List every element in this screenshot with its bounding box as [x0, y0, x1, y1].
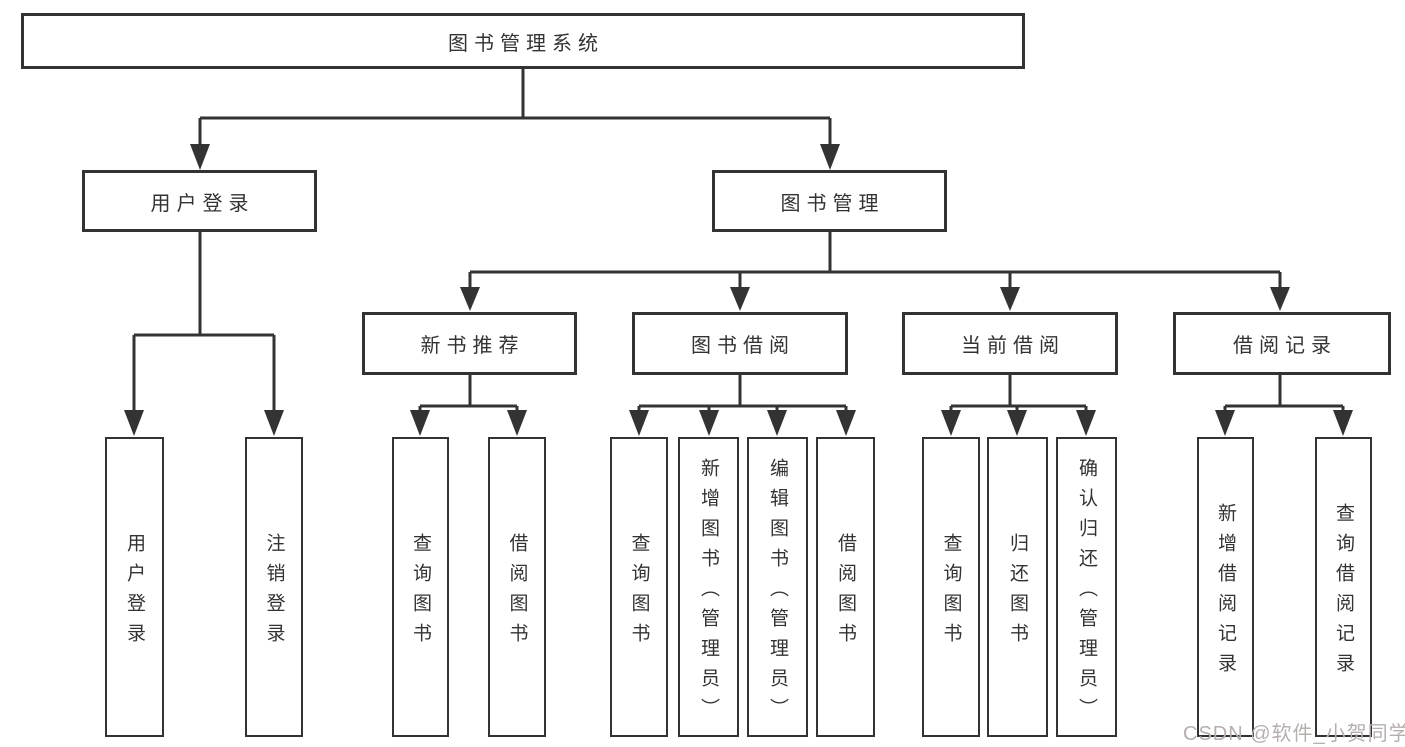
- arrowhead-icon: [1076, 410, 1096, 436]
- leaf-current-return-book: 归还图书: [987, 437, 1048, 737]
- leaf-borrow-add-book-admin-label: 新增图书（管理员）: [698, 457, 719, 728]
- arrowhead-icon: [1007, 410, 1027, 436]
- leaf-recommend-query-book: 查询图书: [392, 437, 449, 737]
- arrowhead-icon: [820, 144, 840, 170]
- leaf-borrow-borrow-book: 借阅图书: [816, 437, 875, 737]
- node-root: 图书管理系统: [21, 13, 1025, 69]
- node-user-login: 用户登录: [82, 170, 317, 232]
- leaf-current-return-book-label: 归还图书: [1007, 532, 1028, 653]
- leaf-borrow-borrow-book-label: 借阅图书: [835, 532, 856, 653]
- arrowhead-icon: [1215, 410, 1235, 436]
- leaf-recommend-borrow-book-label: 借阅图书: [506, 532, 528, 653]
- leaf-record-add-borrow-record-label: 新增借阅记录: [1215, 502, 1236, 683]
- arrowhead-icon: [730, 287, 750, 311]
- leaf-logout-login-label: 注销登录: [263, 532, 285, 653]
- arrowhead-icon: [124, 410, 144, 436]
- node-book-management: 图书管理: [712, 170, 947, 232]
- node-borrow-record: 借阅记录: [1173, 312, 1391, 375]
- arrowhead-icon: [507, 410, 527, 436]
- arrowhead-icon: [1270, 287, 1290, 311]
- leaf-recommend-borrow-book: 借阅图书: [488, 437, 546, 737]
- leaf-recommend-query-book-label: 查询图书: [410, 532, 431, 653]
- leaf-record-add-borrow-record: 新增借阅记录: [1197, 437, 1254, 737]
- leaf-borrow-query-book: 查询图书: [610, 437, 668, 737]
- arrowhead-icon: [941, 410, 961, 436]
- leaf-borrow-query-book-label: 查询图书: [628, 532, 650, 653]
- arrowhead-icon: [629, 410, 649, 436]
- leaf-record-query-borrow-record-label: 查询借阅记录: [1333, 502, 1354, 683]
- node-book-management-label: 图书管理: [780, 192, 885, 215]
- leaf-current-query-book-label: 查询图书: [940, 532, 962, 653]
- leaf-borrow-edit-book-admin: 编辑图书（管理员）: [747, 437, 808, 737]
- arrowhead-icon: [410, 410, 430, 436]
- arrowhead-icon: [767, 410, 787, 436]
- leaf-borrow-add-book-admin: 新增图书（管理员）: [678, 437, 739, 737]
- csdn-watermark: CSDN @软件_小贺同学: [1183, 723, 1405, 745]
- arrowhead-icon: [1333, 410, 1353, 436]
- leaf-record-query-borrow-record: 查询借阅记录: [1315, 437, 1372, 737]
- arrowhead-icon: [460, 287, 480, 311]
- node-user-login-label: 用户登录: [150, 192, 255, 215]
- node-current-borrow-label: 当前借阅: [961, 335, 1065, 357]
- leaf-user-login: 用户登录: [105, 437, 164, 737]
- node-book-borrow: 图书借阅: [632, 312, 848, 375]
- node-root-label: 图书管理系统: [448, 32, 604, 55]
- leaf-current-confirm-return-admin: 确认归还（管理员）: [1056, 437, 1117, 737]
- arrowhead-icon: [190, 144, 210, 170]
- arrowhead-icon: [1000, 287, 1020, 311]
- leaf-current-query-book: 查询图书: [922, 437, 980, 737]
- leaf-user-login-label: 用户登录: [124, 532, 145, 653]
- leaf-current-confirm-return-admin-label: 确认归还（管理员）: [1076, 457, 1097, 728]
- arrowhead-icon: [836, 410, 856, 436]
- node-new-book-recommend-label: 新书推荐: [420, 335, 525, 357]
- arrowhead-icon: [264, 410, 284, 436]
- node-current-borrow: 当前借阅: [902, 312, 1118, 375]
- arrowhead-icon: [699, 410, 719, 436]
- node-borrow-record-label: 借阅记录: [1233, 335, 1337, 357]
- node-book-borrow-label: 图书借阅: [691, 335, 795, 357]
- leaf-borrow-edit-book-admin-label: 编辑图书（管理员）: [767, 457, 788, 728]
- node-new-book-recommend: 新书推荐: [362, 312, 577, 375]
- leaf-logout-login: 注销登录: [245, 437, 303, 737]
